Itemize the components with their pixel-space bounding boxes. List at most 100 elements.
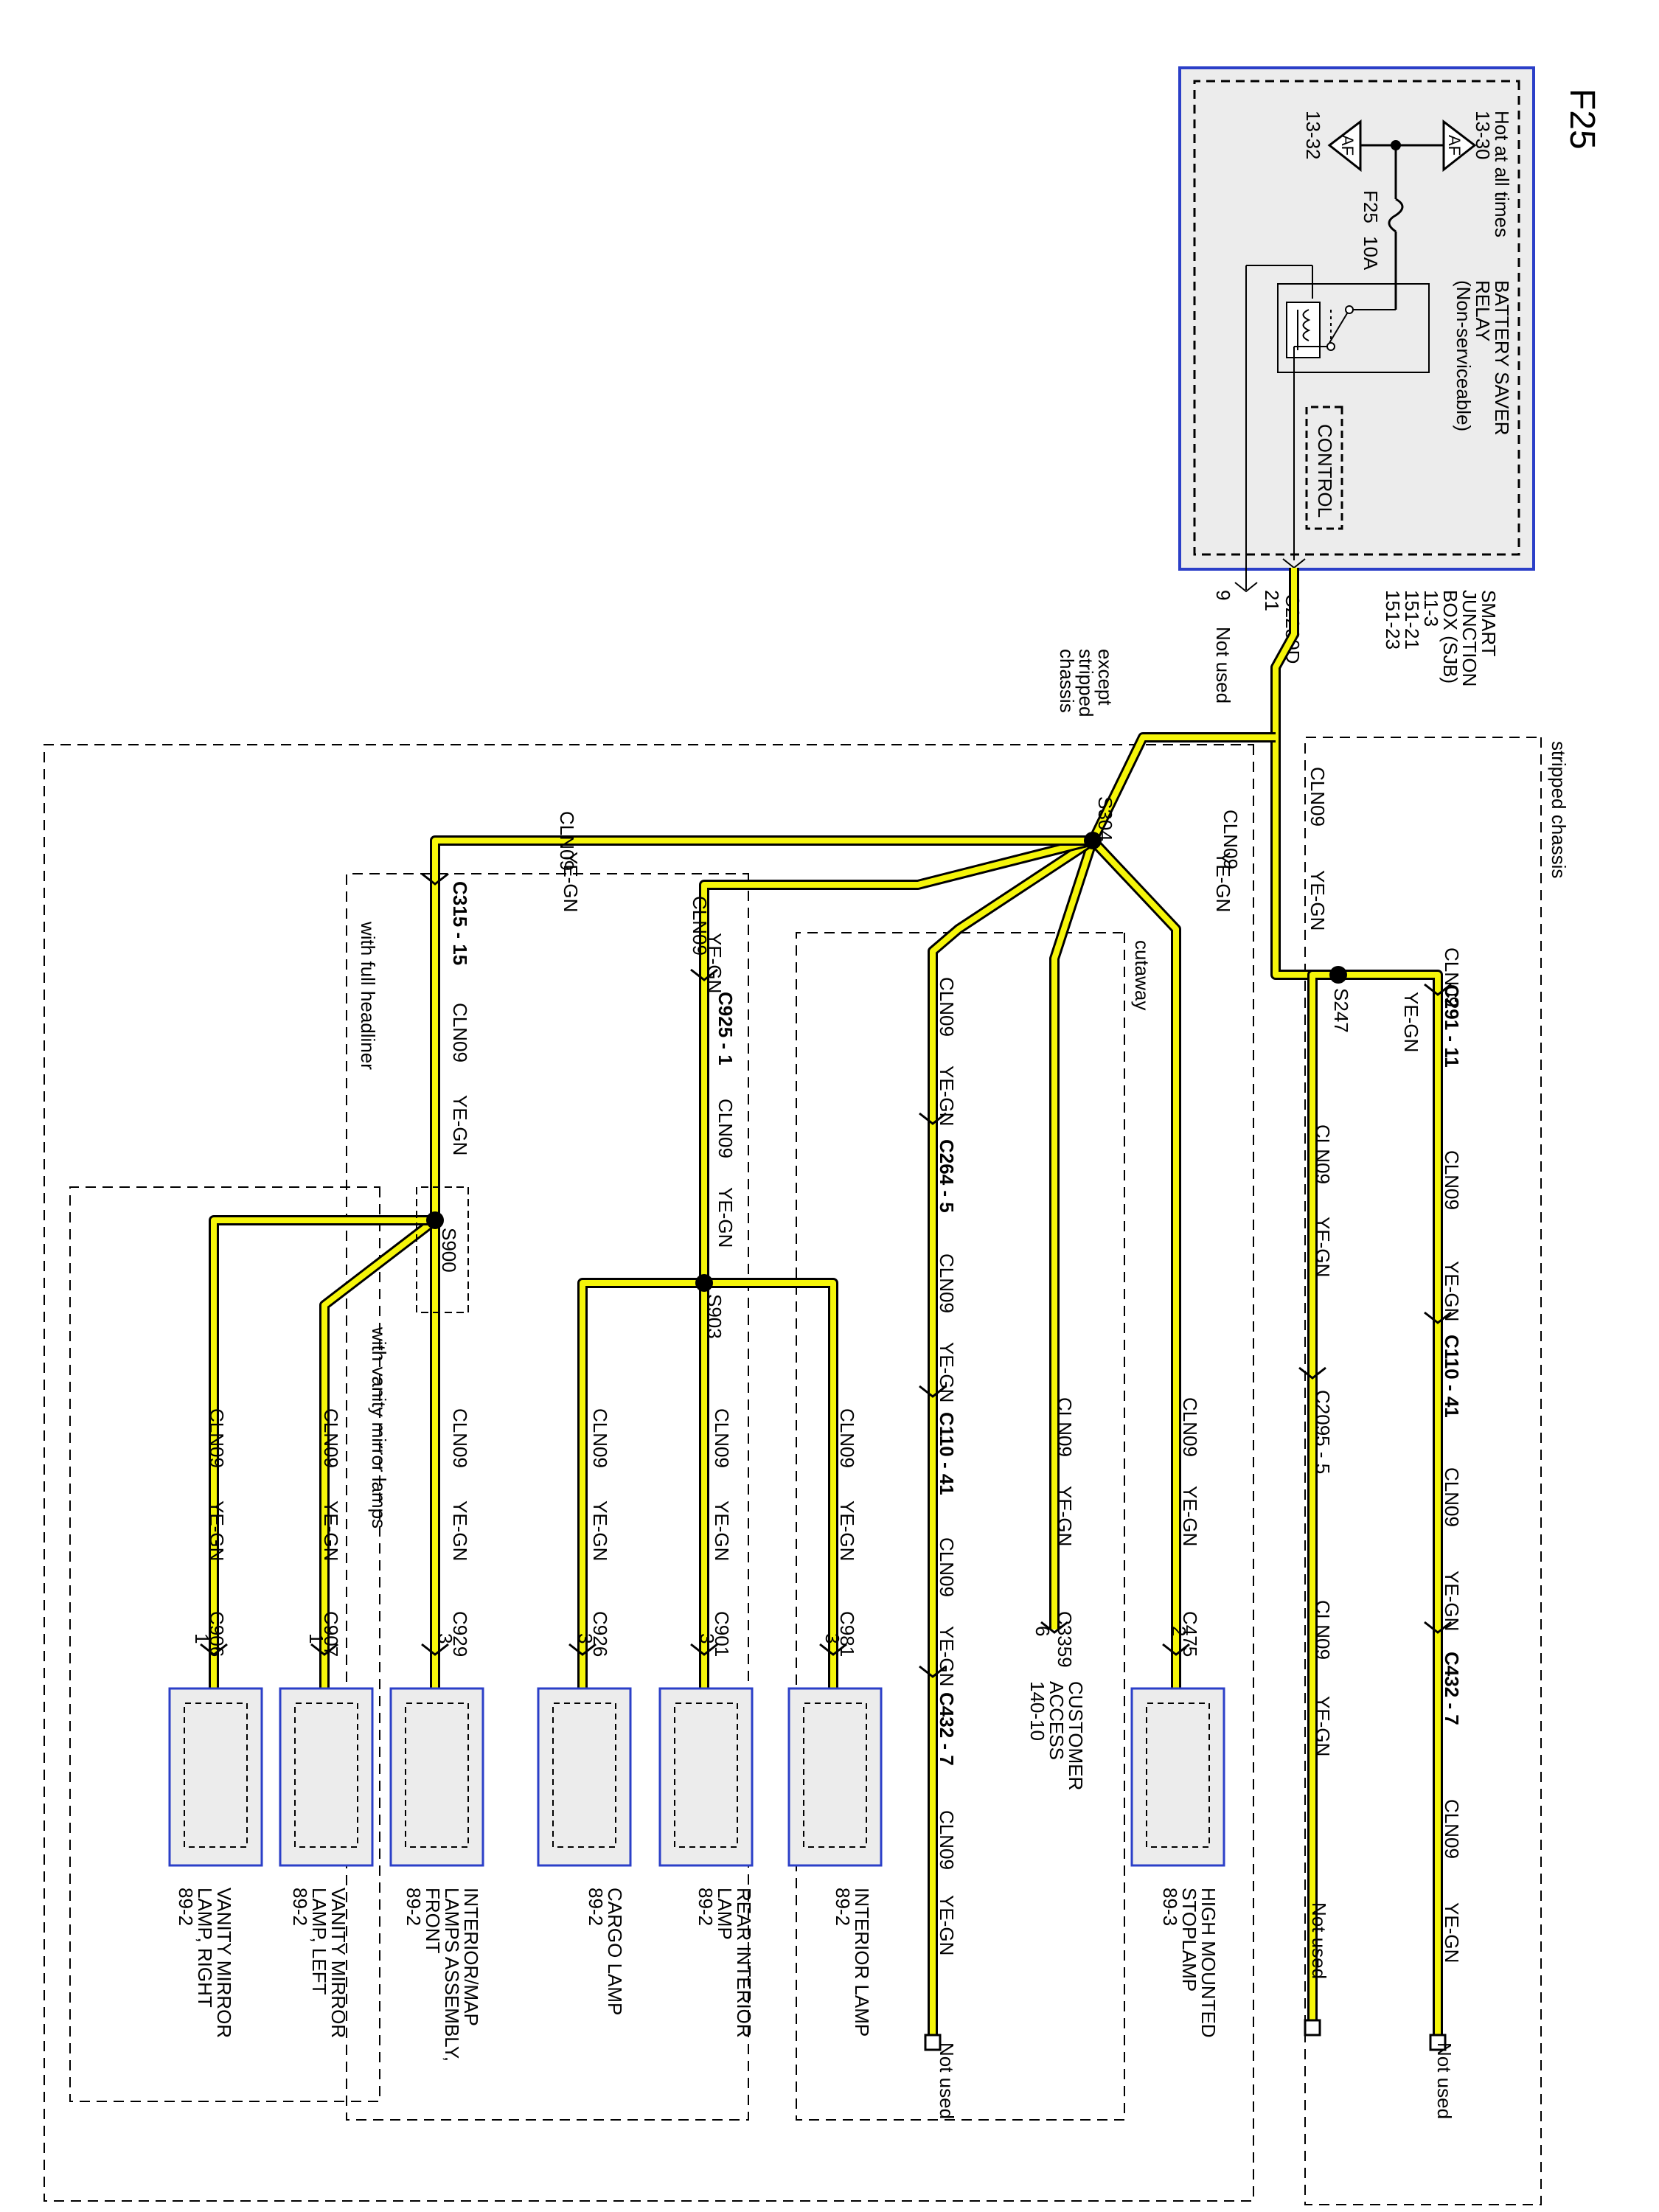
hot-label: Hot at all times: [1491, 111, 1513, 237]
c475-pin: 2: [1168, 1626, 1190, 1636]
splice-s900-label: S900: [438, 1228, 460, 1273]
wire-s304-vanity-outline: [430, 835, 1093, 1220]
cargo-lamp-2: 89-2: [585, 1888, 607, 1926]
c906-pin: 1: [191, 1633, 213, 1644]
chevron-c901: [690, 1643, 718, 1656]
wire-label-s903-in: CLN09: [689, 896, 711, 956]
rear-interior-1: REAR INTERIOR: [733, 1888, 755, 2038]
wire-color-c925: YE-GN: [714, 1187, 737, 1248]
relay-coil: [1286, 302, 1321, 358]
not-used-cutaway: Not used: [936, 2042, 958, 2119]
control-label: CONTROL: [1314, 424, 1336, 518]
sjb-inner-dashed: [1193, 80, 1520, 556]
wire-label-stoplamp: CLN09: [1179, 1397, 1201, 1457]
customer-access-2: ACCESS: [1046, 1681, 1068, 1760]
wire-s304-customer: [1051, 839, 1096, 1630]
component-interior-map-lamps: [389, 1687, 484, 1867]
c981-label: C981: [836, 1611, 858, 1657]
c475-label: C475: [1179, 1611, 1201, 1657]
splice-s304-label: S304: [1094, 796, 1116, 841]
wire-s304-headliner: [701, 838, 1093, 1283]
c925-label: C925 - 1: [714, 992, 737, 1065]
wire-label-cargo: CLN09: [589, 1408, 611, 1468]
wire-color-rear: YE-GN: [711, 1500, 733, 1561]
relay-label-1: BATTERY SAVER: [1491, 280, 1513, 435]
wire-vanity-right: [211, 1217, 435, 1688]
wire-label-rear: CLN09: [711, 1408, 733, 1468]
wire-color-map: YE-GN: [449, 1500, 471, 1561]
relay-label-2: RELAY: [1472, 280, 1494, 341]
cutaway-label: cutaway: [1131, 940, 1153, 1010]
vanity-left-2: LAMP, LEFT: [308, 1888, 330, 1995]
c906-label: C906: [206, 1611, 228, 1657]
terminal-not-used-s247: [1304, 2019, 1321, 2037]
splice-s900-box: [416, 1186, 469, 1313]
vanity-mirror-label: with vanity mirror lamps: [368, 1326, 390, 1528]
wire-interior-lamp: [704, 1280, 836, 1688]
chevron-c432-right: [1424, 1621, 1452, 1634]
vanity-left-3: 89-2: [289, 1888, 311, 1926]
wire-color-s247-top: YE-GN: [1400, 992, 1422, 1052]
af-ref: 13-32: [1302, 111, 1324, 160]
c907-pin: 1: [305, 1633, 327, 1644]
component-rear-interior-lamp: [658, 1687, 754, 1867]
wire-label-vanity-right: CLN09: [206, 1408, 228, 1468]
c901-label: C901: [711, 1611, 733, 1657]
af-label-upper: AF: [1445, 135, 1464, 156]
wire-label-c110-right: CLN09: [1441, 1467, 1463, 1527]
wire-label-cutaway-2: CLN09: [936, 1253, 958, 1313]
map-lamps-4: 89-2: [403, 1888, 425, 1926]
wire-color-c110-right: YE-GN: [1441, 1571, 1463, 1631]
wire-s247-up: [1338, 972, 1441, 2035]
chevron-c3359: [1040, 1621, 1068, 1634]
wire-color-c432-right: YE-GN: [1441, 1902, 1463, 1963]
pin9-connector-arrow: [1234, 582, 1258, 593]
wire-color-cutaway-3: YE-GN: [936, 1626, 958, 1686]
wire-label-cutaway-4: CLN09: [936, 1810, 958, 1870]
c926-label: C926: [589, 1611, 611, 1657]
sjb-ref-2: 151-21: [1401, 590, 1423, 650]
not-used-s247: Not used: [1308, 1902, 1330, 1979]
interior-lamp-1: INTERIOR LAMP: [851, 1888, 873, 2037]
chevron-c264: [919, 1112, 947, 1125]
wire-layer: [200, 568, 1452, 2051]
c291-label: C291 - 11: [1441, 984, 1463, 1068]
wire-color-s247-down: YE-GN: [1312, 1217, 1334, 1277]
chevron-c925: [690, 968, 718, 981]
chevron-c929: [421, 1643, 449, 1656]
af-symbol-lower: [1327, 119, 1362, 173]
chevron-c291: [1424, 983, 1452, 996]
fuse-label: F25: [1360, 190, 1382, 223]
sjb-title-2: JUNCTION: [1458, 590, 1481, 686]
wire-color-vanity-left: YE-GN: [320, 1500, 342, 1561]
vanity-left-1: VANITY MIRROR: [327, 1888, 349, 2038]
chevron-c110-right: [1424, 1311, 1452, 1324]
wire-label-s304-left: CLN09: [556, 811, 578, 871]
interior-lamp-2: 89-2: [832, 1888, 854, 1926]
wire-cargo-lamp: [580, 1280, 704, 1688]
wire-color-stoplamp: YE-GN: [1179, 1486, 1201, 1546]
wire-label-c432-right: CLN09: [1441, 1799, 1463, 1859]
pin9-label: 9: [1212, 590, 1234, 600]
wire-color-cutaway-1: YE-GN: [936, 1065, 958, 1126]
c432-right-label: C432 - 7: [1441, 1652, 1463, 1725]
chevron-c475: [1162, 1643, 1190, 1656]
customer-access-3: 140-10: [1026, 1681, 1048, 1741]
except-stripped-3: chassis: [1056, 649, 1078, 713]
terminal-not-used-right: [1429, 2034, 1447, 2051]
c315-label: C315 - 15: [449, 881, 471, 965]
terminal-not-used-cutaway: [924, 2034, 942, 2051]
c110-cut-label: C110 - 41: [936, 1412, 958, 1495]
wire-color-s304-left: YE-GN: [560, 852, 582, 912]
wire-label-customer: CLN09: [1054, 1397, 1076, 1457]
relay-label-3: (Non-serviceable): [1453, 280, 1475, 431]
fuse-symbol: [1388, 198, 1404, 233]
component-vanity-mirror-left: [279, 1687, 374, 1867]
vanity-right-3: 89-2: [175, 1888, 197, 1926]
wire-color-cargo: YE-GN: [589, 1500, 611, 1561]
chevron-c2095: [1298, 1366, 1326, 1380]
fuse-rating: 10A: [1360, 236, 1382, 271]
pin9-not-used: Not used: [1212, 627, 1234, 703]
wire-label-s247-top: CLN09: [1441, 947, 1463, 1007]
stripped-chassis-label: stripped chassis: [1548, 741, 1570, 878]
